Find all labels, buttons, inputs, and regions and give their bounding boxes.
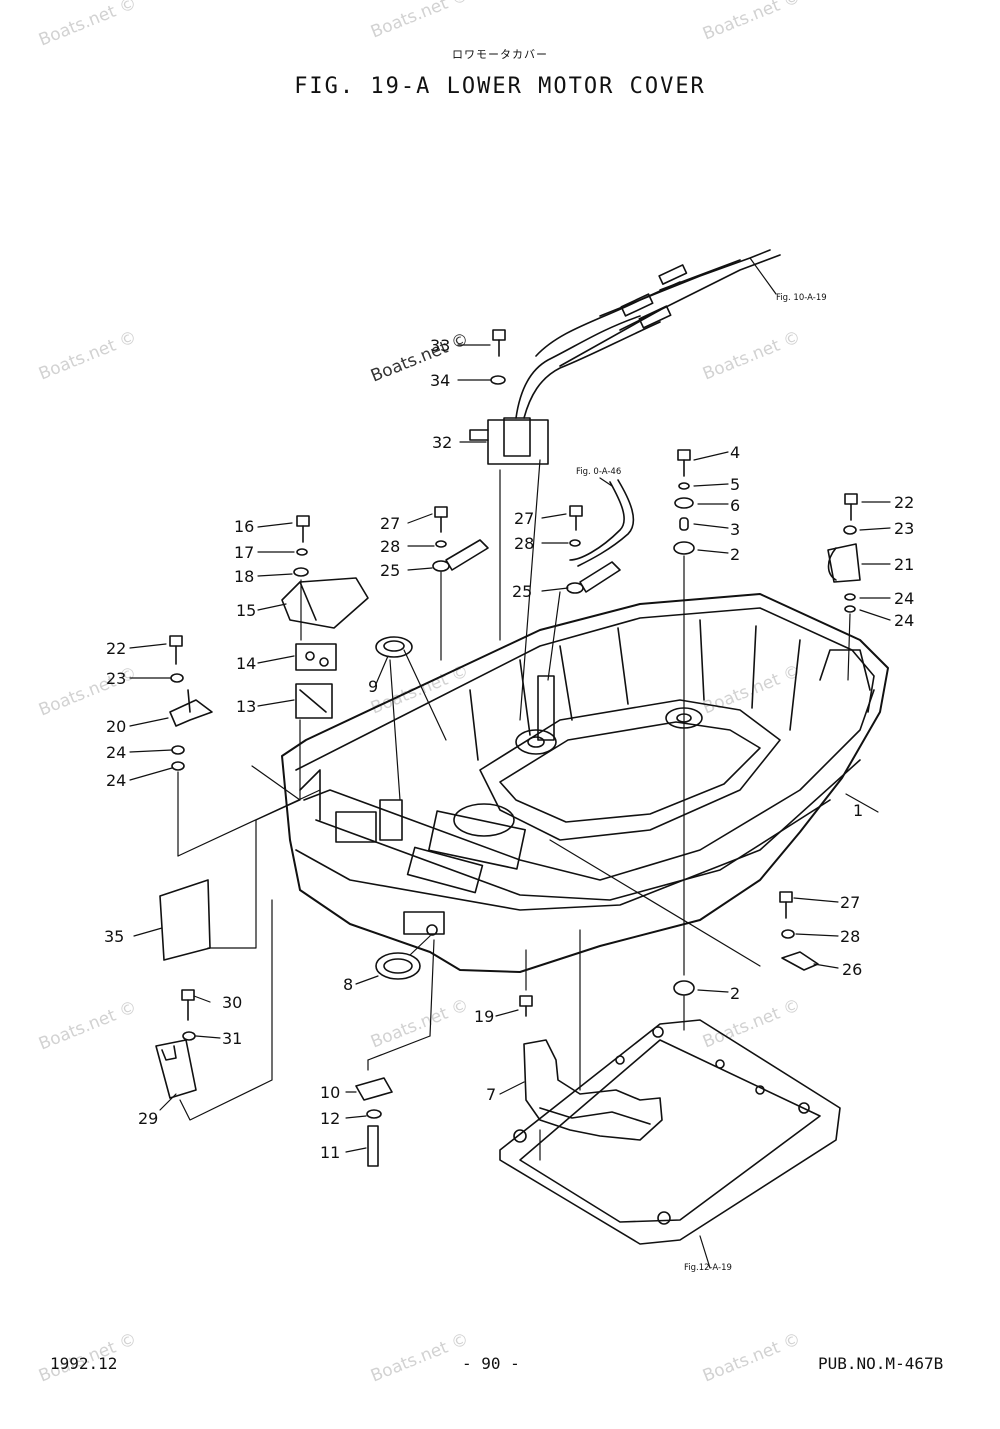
part-label: 34 bbox=[430, 371, 450, 390]
part-label: 1 bbox=[853, 801, 863, 820]
part-label: 16 bbox=[234, 517, 254, 536]
part-labels: 1 2 2 3 4 5 6 7 8 9 10 11 12 13 14 15 16… bbox=[104, 293, 914, 1273]
part-label: 23 bbox=[894, 519, 914, 538]
part-label: 9 bbox=[368, 677, 378, 696]
part-label: 7 bbox=[486, 1085, 496, 1104]
part-label: 35 bbox=[104, 927, 124, 946]
part-label: 24 bbox=[894, 589, 914, 608]
part-label: 21 bbox=[894, 555, 914, 574]
part-label: 27 bbox=[840, 893, 860, 912]
part-label: 25 bbox=[512, 582, 532, 601]
footer-date: 1992.12 bbox=[50, 1354, 118, 1373]
part-label: 28 bbox=[514, 534, 534, 553]
part-label: 33 bbox=[430, 336, 450, 355]
part-label: 5 bbox=[730, 475, 740, 494]
part-label: 20 bbox=[106, 717, 126, 736]
part-label: 8 bbox=[343, 975, 353, 994]
part-label: 27 bbox=[380, 514, 400, 533]
part-label: 4 bbox=[730, 443, 740, 462]
footer-page-number: - 90 - bbox=[462, 1354, 520, 1373]
figure-reference: Fig.12-A-19 bbox=[684, 1263, 732, 1273]
part-label: 11 bbox=[320, 1143, 340, 1162]
mounting-bracket bbox=[499, 929, 841, 1245]
part-label: 3 bbox=[730, 520, 740, 539]
part-label: 28 bbox=[380, 537, 400, 556]
part-label: 6 bbox=[730, 496, 740, 515]
part-label: 32 bbox=[432, 433, 452, 452]
hardware-fasteners bbox=[155, 329, 861, 1167]
part-label: 2 bbox=[730, 545, 740, 564]
part-label: 29 bbox=[138, 1109, 158, 1128]
part-label: 2 bbox=[730, 984, 740, 1003]
part-label: 15 bbox=[236, 601, 256, 620]
leader-lines bbox=[129, 257, 891, 1269]
part-label: 31 bbox=[222, 1029, 242, 1048]
part-label: 25 bbox=[380, 561, 400, 580]
part-label: 14 bbox=[236, 654, 256, 673]
part-label: 10 bbox=[320, 1083, 340, 1102]
part-label: 24 bbox=[106, 771, 126, 790]
part-label: 24 bbox=[106, 743, 126, 762]
part-label: 24 bbox=[894, 611, 914, 630]
figure-reference: Fig. 0-A-46 bbox=[576, 467, 621, 477]
wire-harness-assembly bbox=[469, 249, 781, 721]
footer-publication-number: PUB.NO.M-467B bbox=[818, 1354, 944, 1373]
part-label: 22 bbox=[106, 639, 126, 658]
part-label: 13 bbox=[236, 697, 256, 716]
figure-subtitle-japanese: ロワモータカバー bbox=[452, 48, 548, 61]
part-label: 18 bbox=[234, 567, 254, 586]
part-label: 22 bbox=[894, 493, 914, 512]
part-label: 27 bbox=[514, 509, 534, 528]
part-label: 19 bbox=[474, 1007, 494, 1026]
part-label: 30 bbox=[222, 993, 242, 1012]
part-label: 17 bbox=[234, 543, 254, 562]
part-label: 26 bbox=[842, 960, 862, 979]
figure-reference: Fig. 10-A-19 bbox=[776, 293, 827, 303]
lower-motor-cover-shell bbox=[281, 593, 889, 973]
figure-title: FIG. 19-A LOWER MOTOR COVER bbox=[294, 74, 706, 99]
part-label: 12 bbox=[320, 1109, 340, 1128]
part-label: 23 bbox=[106, 669, 126, 688]
part-label: 28 bbox=[840, 927, 860, 946]
